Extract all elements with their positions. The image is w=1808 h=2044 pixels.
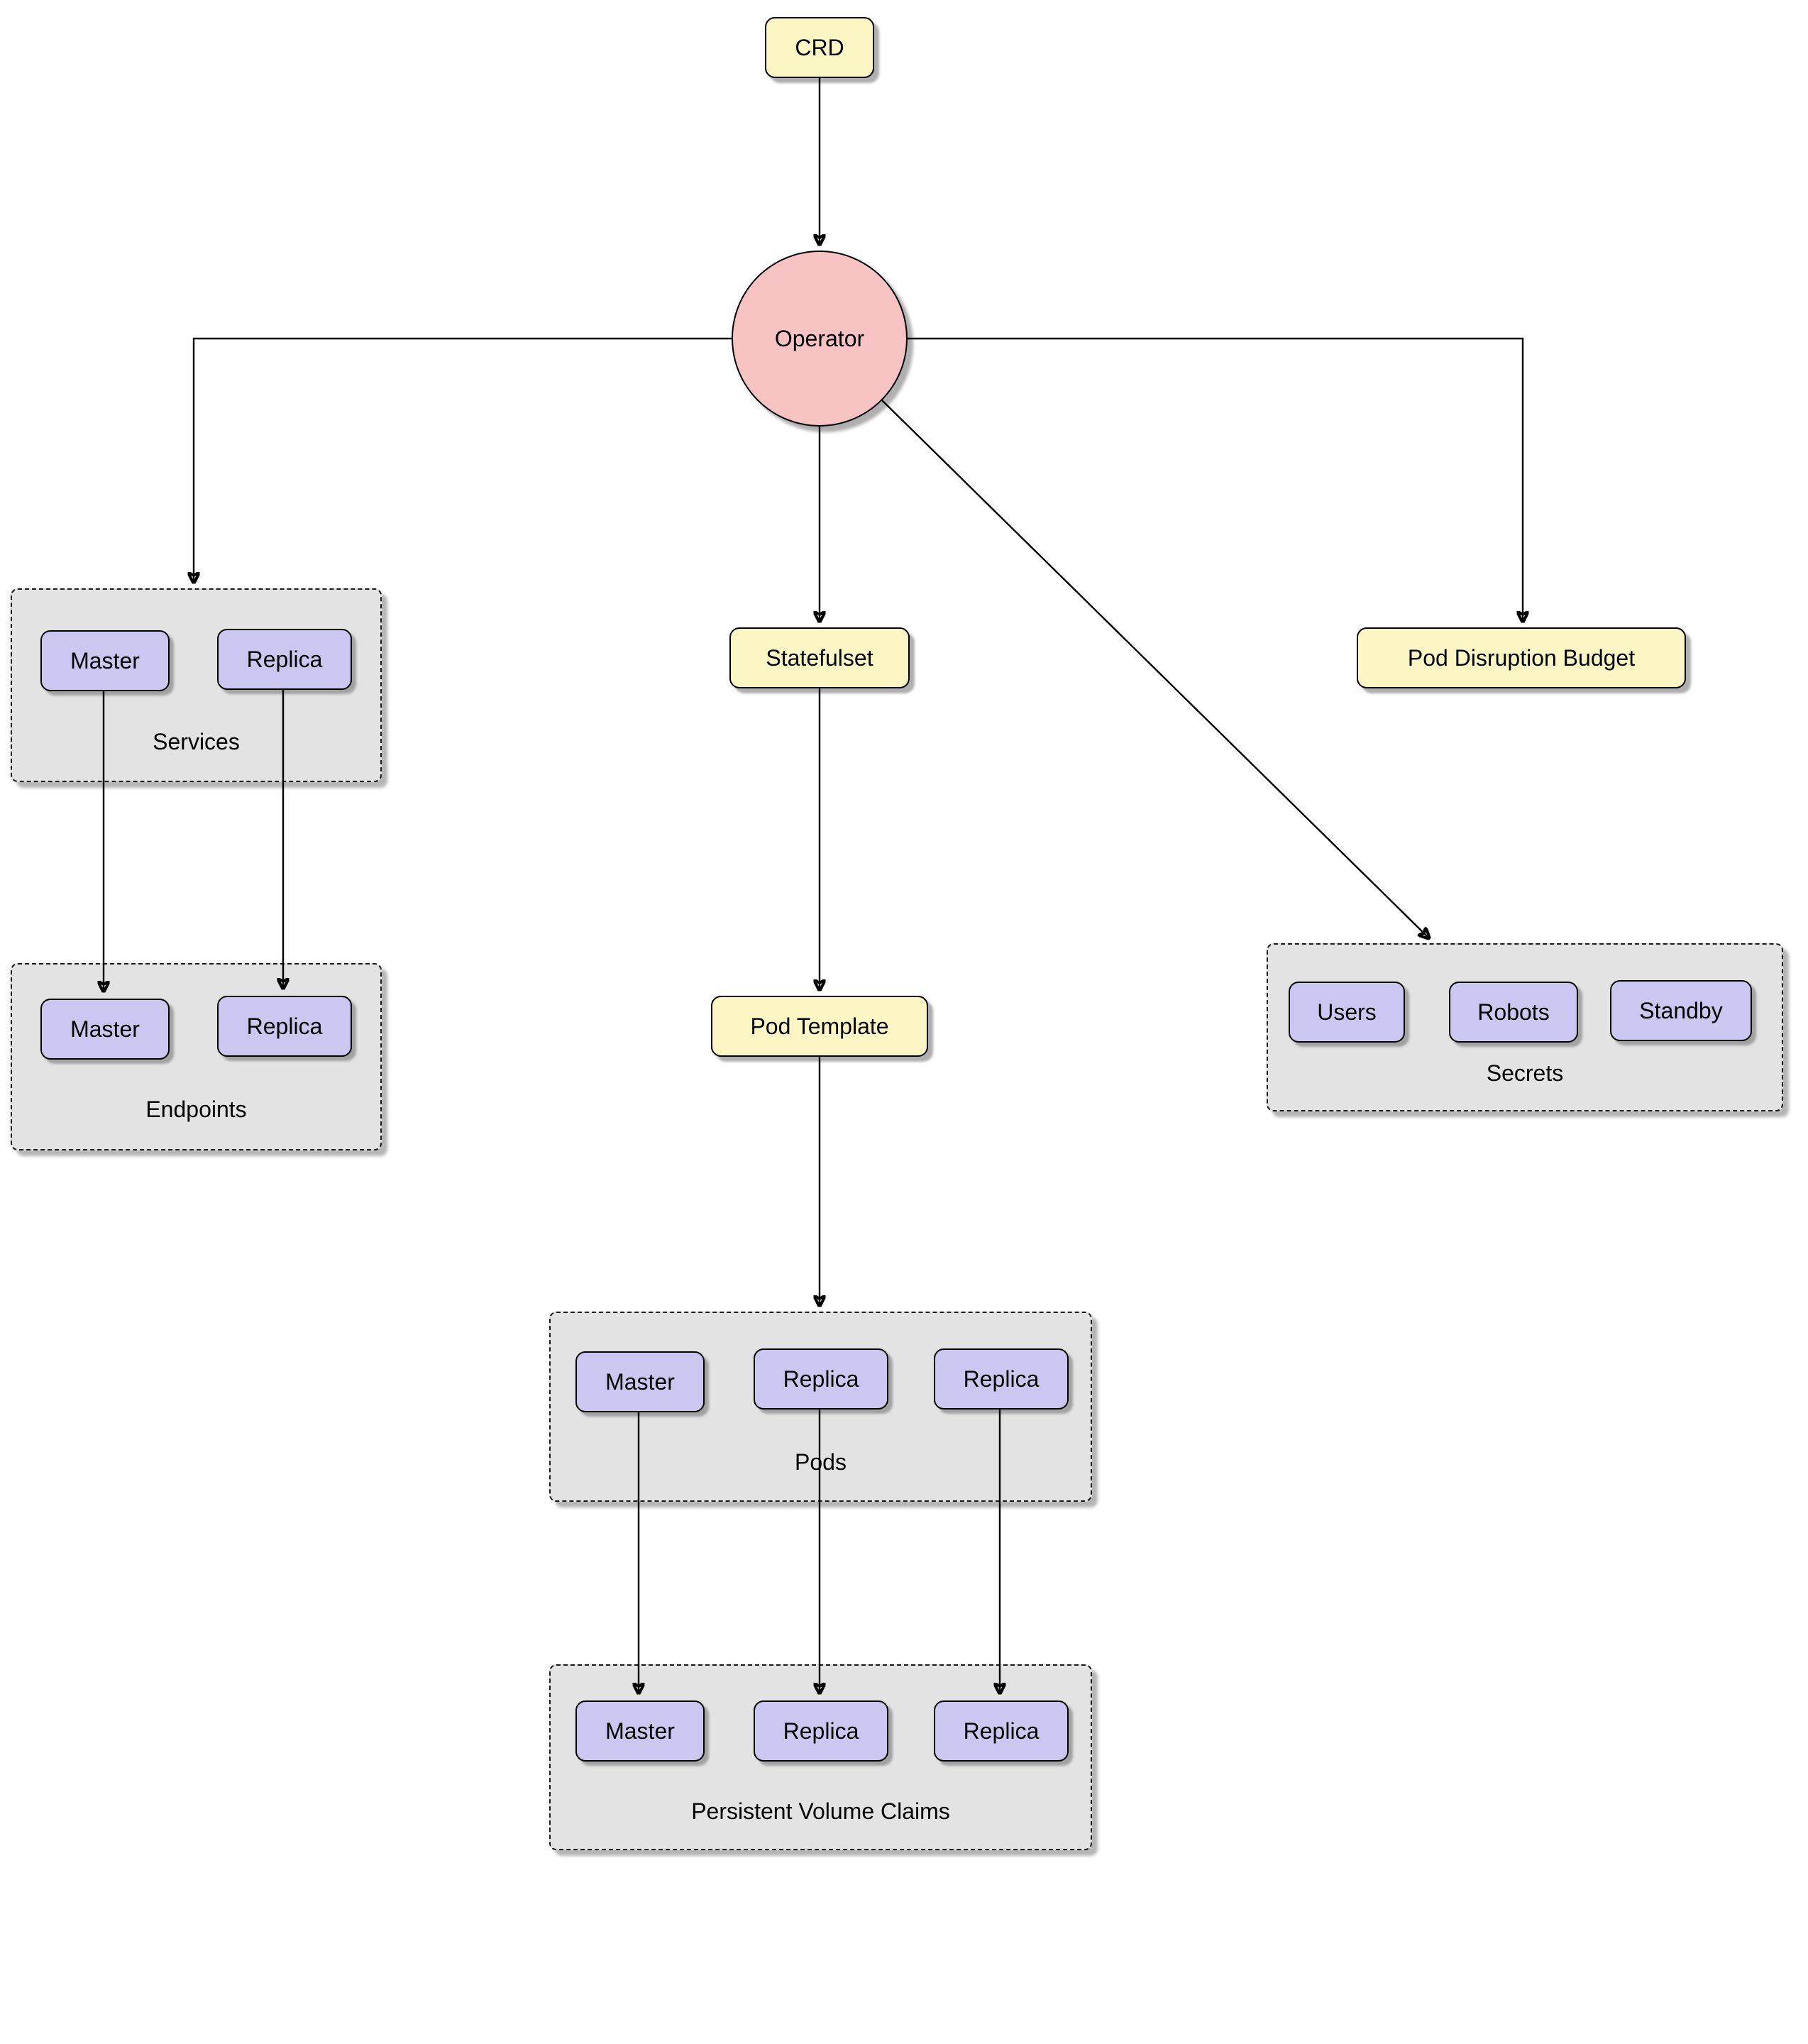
pod-template-node: Pod Template: [711, 996, 928, 1057]
endpoints-group: Master Replica Endpoints: [11, 963, 382, 1150]
arrow-operator-to-pdb: [908, 337, 1523, 622]
secrets-robots-node: Robots: [1449, 982, 1578, 1043]
operator-label: Operator: [774, 325, 865, 351]
crd-node: CRD: [765, 17, 874, 78]
crd-label: CRD: [795, 34, 844, 60]
services-group-label: Services: [153, 729, 240, 754]
secrets-users-label: Users: [1317, 999, 1377, 1025]
pvc-master-label: Master: [605, 1718, 675, 1744]
services-group: Master Replica Services: [11, 588, 382, 782]
pods-master-node: Master: [575, 1351, 705, 1412]
pods-group: Master Replica Replica Pods: [549, 1312, 1092, 1502]
secrets-robots-label: Robots: [1477, 999, 1550, 1025]
secrets-standby-node: Standby: [1610, 980, 1752, 1041]
pod-disruption-budget-node: Pod Disruption Budget: [1357, 627, 1686, 688]
statefulset-node: Statefulset: [729, 627, 910, 688]
pvc-replica1-label: Replica: [783, 1718, 859, 1744]
pvc-replica2-node: Replica: [934, 1700, 1069, 1762]
endpoints-master-node: Master: [40, 999, 170, 1060]
secrets-group: Users Robots Standby Secrets: [1267, 943, 1783, 1111]
arrow-operator-to-secrets: [881, 400, 1429, 938]
pods-group-label: Pods: [795, 1449, 847, 1475]
pod-disruption-budget-label: Pod Disruption Budget: [1407, 644, 1636, 671]
pvc-replica2-label: Replica: [963, 1718, 1040, 1744]
operator-node: Operator: [732, 251, 908, 427]
endpoints-replica-node: Replica: [217, 996, 352, 1057]
pods-master-label: Master: [605, 1368, 675, 1395]
pods-replica2-label: Replica: [963, 1366, 1040, 1392]
endpoints-master-label: Master: [70, 1016, 140, 1042]
endpoints-replica-label: Replica: [246, 1013, 323, 1039]
endpoints-group-label: Endpoints: [145, 1097, 247, 1122]
secrets-group-label: Secrets: [1486, 1060, 1564, 1086]
pvc-master-node: Master: [575, 1700, 705, 1762]
pods-replica1-label: Replica: [783, 1366, 859, 1392]
statefulset-label: Statefulset: [766, 644, 873, 671]
services-replica-node: Replica: [217, 629, 352, 690]
secrets-standby-label: Standby: [1639, 997, 1723, 1023]
pods-replica2-node: Replica: [934, 1348, 1069, 1410]
pvc-group: Master Replica Replica Persistent Volume…: [549, 1664, 1092, 1850]
pvc-group-label: Persistent Volume Claims: [691, 1798, 950, 1824]
services-replica-label: Replica: [246, 646, 323, 672]
arrow-operator-to-services: [194, 337, 732, 583]
services-master-node: Master: [40, 630, 170, 691]
pvc-replica1-node: Replica: [754, 1700, 888, 1762]
pods-replica1-node: Replica: [754, 1348, 888, 1410]
secrets-users-node: Users: [1289, 982, 1405, 1043]
pod-template-label: Pod Template: [750, 1013, 889, 1039]
services-master-label: Master: [70, 647, 140, 674]
